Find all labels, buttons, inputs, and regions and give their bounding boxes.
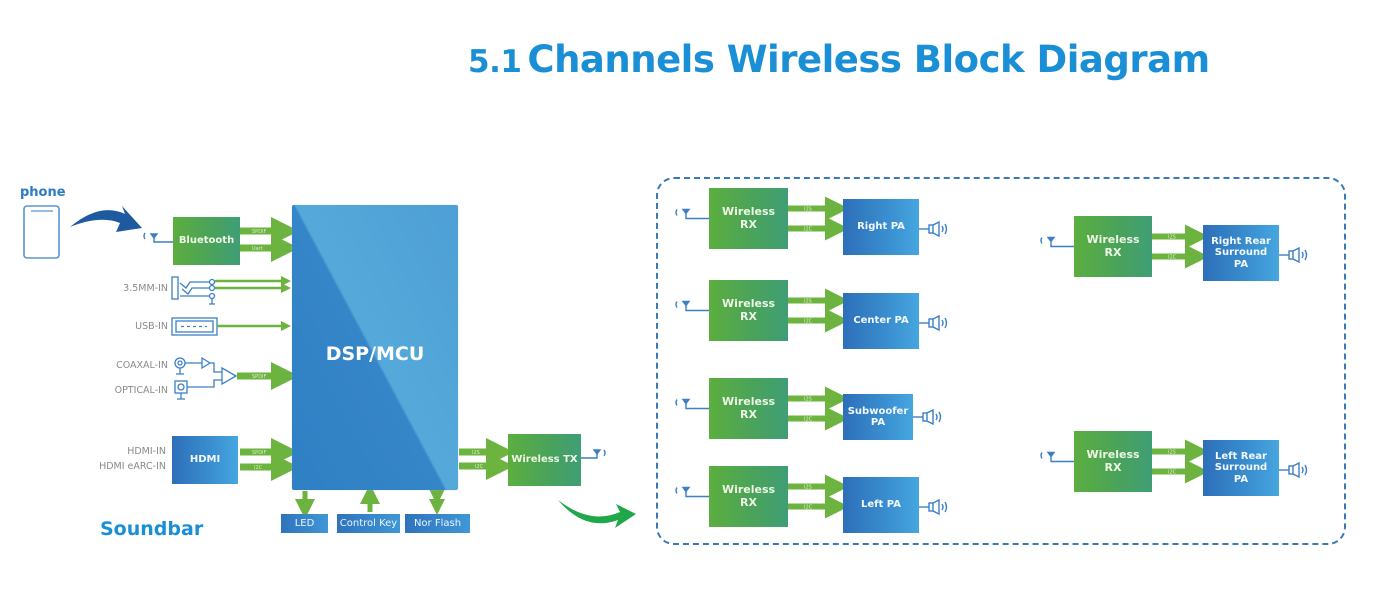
signal-label: I2S — [804, 299, 812, 305]
hdmi-signal-1: SPDIF — [252, 450, 267, 456]
signal-label: I2S — [804, 485, 812, 491]
signal-label: I2S — [804, 207, 812, 213]
phone-label: phone — [20, 185, 66, 200]
signal-label: I2S — [804, 397, 812, 403]
rx-antenna-icon — [1040, 236, 1074, 248]
optical-input-label: OPTICAL-IN — [114, 385, 168, 396]
power-amplifier-label: PA — [1233, 473, 1249, 485]
dsp-mcu-label: DSP/MCU — [325, 343, 425, 365]
wireless-rx-label: RX — [1104, 460, 1122, 474]
speaker-icon — [1279, 246, 1308, 264]
hdmi-module: HDMI — [172, 436, 238, 484]
usb-port-icon — [171, 317, 218, 336]
power-amplifier-label: PA — [870, 417, 886, 428]
wireless-rx-label: Wireless — [1086, 232, 1140, 246]
led-block: LED — [281, 514, 328, 533]
optical-connector-icon — [174, 366, 238, 400]
power-amplifier-label: Surround — [1214, 247, 1268, 259]
power-amplifier-label: Right PA — [857, 221, 905, 233]
tx-to-receivers-arrow — [558, 500, 636, 528]
power-amplifier-module: Right PA — [843, 199, 919, 255]
wireless-rx-label: Wireless — [721, 482, 776, 496]
power-amplifier-label: Left PA — [861, 499, 901, 511]
coaxial-connector-icon — [174, 356, 222, 375]
signal-label: I2S — [1168, 235, 1176, 241]
speaker-icon — [919, 498, 948, 516]
bluetooth-signal-arrows: SPDIF Uart — [240, 217, 299, 262]
coaxial-input-label: COAXAL-IN — [116, 360, 168, 371]
power-amplifier-label: Center PA — [853, 315, 909, 327]
tx-antenna-icon — [581, 449, 606, 459]
hdmi-input-label: HDMI-IN — [127, 446, 166, 457]
wireless-rx-label: RX — [740, 407, 757, 421]
wireless-rx-label: RX — [740, 309, 757, 323]
dsp-mcu-block: DSP/MCU — [292, 205, 458, 490]
power-amplifier-label: Left Rear — [1215, 450, 1267, 462]
wireless-rx-label: RX — [1104, 245, 1122, 259]
speaker-icon — [919, 220, 948, 238]
rx-antenna-icon — [1040, 451, 1074, 463]
signal-label: I2C — [804, 227, 813, 233]
power-amplifier-label: Right Rear — [1211, 235, 1271, 247]
wireless-rx-label: RX — [740, 495, 757, 509]
hdmi-signal-2: I2C — [254, 465, 263, 471]
wireless-rx-label: Wireless — [721, 204, 776, 218]
jack-input-label: 3.5MM-IN — [123, 283, 168, 294]
power-amplifier-label: Surround — [1214, 462, 1268, 474]
bt-signal-1: SPDIF — [252, 229, 267, 235]
soundbar-label: Soundbar — [100, 518, 204, 540]
wireless-rx-label: Wireless — [1086, 447, 1140, 461]
title-text: Channels Wireless Block Diagram — [527, 38, 1210, 81]
tx-signal-1: I2S — [472, 450, 480, 456]
wireless-speakers-frame — [656, 177, 1346, 545]
signal-label: I2C — [1168, 470, 1177, 476]
usb-input-label: USB-IN — [135, 321, 168, 332]
bluetooth-module: Bluetooth — [173, 217, 240, 265]
phone-to-bluetooth-arrow — [70, 206, 142, 232]
rx-antenna-icon — [675, 208, 709, 220]
power-amplifier-module: Left PA — [843, 477, 919, 533]
phone-icon — [23, 205, 60, 259]
rx-antenna-icon — [675, 398, 709, 410]
power-amplifier-label: PA — [1233, 258, 1249, 270]
speaker-icon — [1279, 461, 1308, 479]
audio-jack-icon — [171, 276, 216, 305]
speaker-icon — [913, 408, 942, 426]
rx-antenna-icon — [675, 486, 709, 498]
rx-antenna-icon — [675, 300, 709, 312]
speaker-icon — [919, 314, 948, 332]
signal-label: I2S — [1168, 450, 1176, 456]
power-amplifier-label: Subwoofer — [847, 405, 909, 417]
wireless-rx-label: RX — [740, 217, 757, 231]
wireless-rx-label: Wireless — [721, 394, 776, 408]
signal-label: I2C — [804, 417, 813, 423]
bt-signal-2: Uart — [252, 246, 263, 252]
title-number: 5.1 — [468, 44, 522, 80]
wireless-tx-module: Wireless TX — [508, 434, 581, 486]
nor-flash-block: Nor Flash — [405, 514, 470, 533]
power-amplifier-module: Center PA — [843, 293, 919, 349]
signal-label: I2C — [1168, 255, 1177, 261]
optical-signal-label: SPDIF — [252, 374, 267, 380]
hdmi-earc-input-label: HDMI eARC-IN — [99, 461, 166, 472]
tx-signal-2: I2C — [475, 464, 484, 470]
signal-label: I2C — [804, 319, 813, 325]
control-key-block: Control Key — [337, 514, 400, 533]
signal-label: I2C — [804, 505, 813, 511]
wireless-rx-label: Wireless — [721, 296, 776, 310]
bluetooth-antenna-icon — [143, 232, 173, 243]
